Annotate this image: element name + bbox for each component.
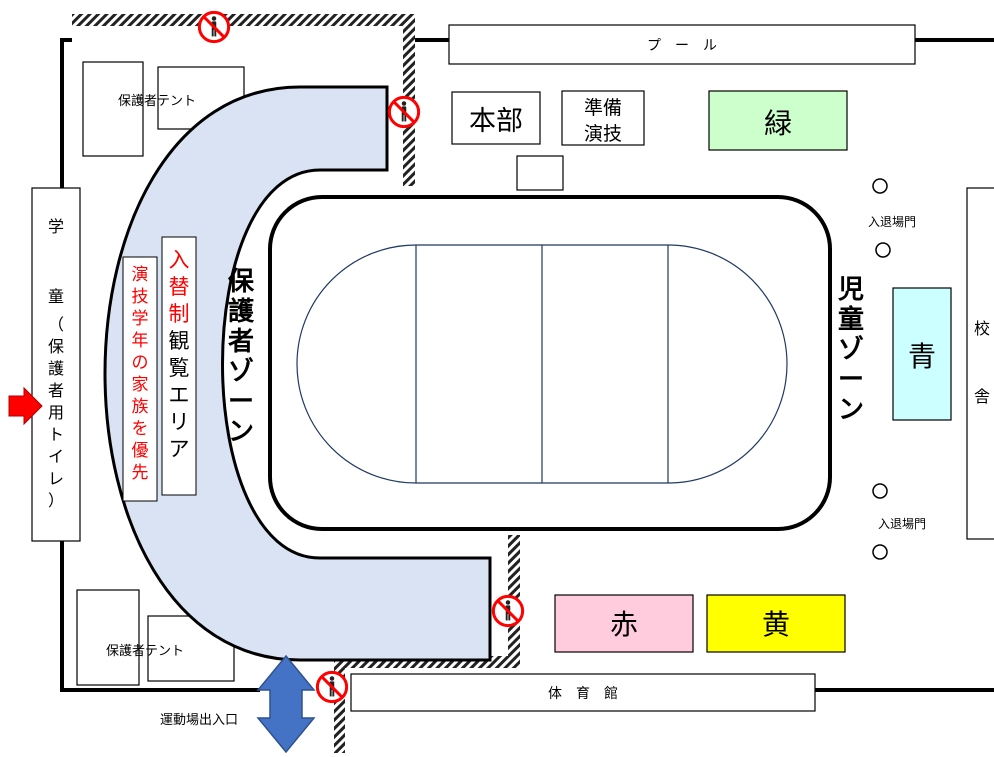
svg-text:童: 童 bbox=[838, 304, 864, 335]
gakudo-char: 保 bbox=[48, 337, 64, 356]
priority-label: 演 技 学 年 の 家 族 を 優 先 bbox=[122, 256, 158, 502]
no-pedestrian-icon bbox=[387, 95, 421, 129]
child-zone-label: 児 童 ゾ ー ン bbox=[838, 275, 864, 425]
svg-text:護: 護 bbox=[228, 296, 255, 327]
guardian-zone-label: 保 護 者 ゾ ー ン bbox=[227, 267, 255, 447]
gym-label: 体 育 館 bbox=[548, 685, 618, 702]
gate-top: 入退場門 bbox=[868, 178, 916, 258]
gakudo-char: レ bbox=[48, 469, 64, 488]
gakudo-building: 学 童 （ 保 護 者 用 ト イ レ ） bbox=[31, 187, 81, 542]
double-arrow-icon bbox=[256, 654, 316, 754]
guardian-tent-bottom: 保護者テント bbox=[76, 589, 235, 686]
viewing-area bbox=[103, 85, 492, 662]
svg-text:替: 替 bbox=[169, 275, 190, 299]
gakudo-char: ） bbox=[48, 491, 64, 510]
tent-bottom-label: 保護者テント bbox=[106, 643, 184, 659]
entrance-label: 運動場出入口 bbox=[160, 713, 238, 728]
gakudo-char: イ bbox=[48, 447, 64, 466]
pool: プ ー ル bbox=[448, 24, 916, 65]
team-green-area: 緑 bbox=[708, 90, 848, 151]
team-green-label: 緑 bbox=[764, 107, 792, 140]
team-yellow-label: 黄 bbox=[762, 608, 790, 641]
tent-top-label: 保護者テント bbox=[118, 93, 196, 109]
svg-text:観: 観 bbox=[169, 329, 190, 353]
school-building: 校 舎 bbox=[966, 187, 994, 540]
gakudo-char: ト bbox=[48, 425, 64, 444]
headquarters: 本部 bbox=[451, 91, 541, 145]
no-pedestrian-icon bbox=[315, 670, 349, 704]
school-char: 舎 bbox=[974, 387, 990, 406]
gymnasium: 体 育 館 bbox=[350, 673, 816, 712]
gate-bottom: 入退場門 bbox=[872, 483, 926, 560]
gakudo-char: 用 bbox=[48, 403, 64, 422]
svg-text:者: 者 bbox=[228, 327, 254, 357]
no-pedestrian-icon bbox=[197, 10, 231, 44]
svg-text:ン: ン bbox=[228, 417, 254, 447]
preparation-area: 準備 演技 bbox=[561, 90, 645, 146]
svg-text:家: 家 bbox=[132, 375, 149, 395]
team-red-area: 赤 bbox=[554, 594, 694, 653]
small-box bbox=[516, 155, 564, 191]
svg-text:ゾ: ゾ bbox=[228, 356, 254, 387]
svg-text:演: 演 bbox=[132, 265, 149, 285]
svg-text:族: 族 bbox=[132, 397, 149, 417]
running-track bbox=[296, 244, 788, 484]
svg-text:年: 年 bbox=[132, 331, 149, 351]
rotation-viewing-label: 入 替 制 観 覧 エ リ ア bbox=[161, 236, 197, 496]
gakudo-char: 学 bbox=[48, 217, 64, 236]
svg-text:学: 学 bbox=[132, 309, 149, 329]
svg-text:ー: ー bbox=[228, 387, 254, 417]
gakudo-char: 童 bbox=[48, 287, 64, 306]
svg-text:ゾ: ゾ bbox=[838, 334, 864, 365]
school-char: 校 bbox=[974, 319, 990, 338]
junbi-label-2: 演技 bbox=[584, 123, 622, 145]
track-outer bbox=[268, 195, 832, 531]
team-blue-label: 青 bbox=[908, 340, 936, 373]
honbu-label: 本部 bbox=[469, 106, 523, 137]
svg-text:ア: ア bbox=[169, 437, 190, 461]
gakudo-char: 者 bbox=[48, 381, 64, 400]
gakudo-char: （ bbox=[48, 315, 64, 334]
svg-text:保: 保 bbox=[227, 267, 255, 297]
svg-text:リ: リ bbox=[169, 410, 190, 434]
svg-text:制: 制 bbox=[169, 302, 190, 326]
svg-text:の: の bbox=[132, 353, 149, 373]
svg-text:覧: 覧 bbox=[169, 356, 190, 380]
gate-top-label: 入退場門 bbox=[868, 215, 916, 229]
svg-text:技: 技 bbox=[132, 287, 149, 307]
gakudo-char: 護 bbox=[48, 359, 64, 378]
svg-text:を: を bbox=[132, 419, 149, 439]
svg-text:児: 児 bbox=[838, 275, 864, 305]
svg-text:入: 入 bbox=[169, 248, 190, 272]
guardian-tent-top: 保護者テント bbox=[82, 61, 245, 157]
team-red-label: 赤 bbox=[610, 608, 638, 641]
team-yellow-area: 黄 bbox=[706, 594, 846, 653]
pool-label: プ ー ル bbox=[647, 38, 717, 54]
svg-text:先: 先 bbox=[132, 463, 149, 483]
junbi-label-1: 準備 bbox=[584, 97, 622, 119]
svg-text:ン: ン bbox=[838, 395, 864, 425]
gate-bottom-label: 入退場門 bbox=[878, 517, 926, 531]
team-blue-area: 青 bbox=[892, 287, 952, 421]
no-pedestrian-icon bbox=[491, 594, 525, 628]
svg-text:エ: エ bbox=[169, 383, 190, 407]
arrow-right-icon bbox=[8, 386, 43, 426]
svg-text:ー: ー bbox=[838, 365, 864, 395]
svg-text:優: 優 bbox=[132, 441, 149, 461]
